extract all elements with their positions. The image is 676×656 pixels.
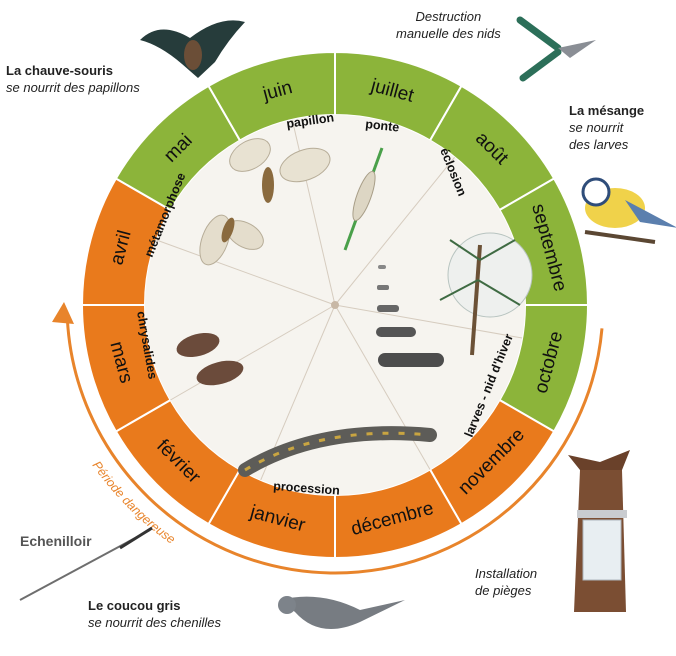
bat-annotation: La chauve-souris se nourrit des papillon…: [6, 62, 140, 96]
tit-title: La mésange: [569, 102, 644, 119]
bat-icon: [140, 20, 245, 78]
traps-annotation: Installation de pièges: [475, 565, 537, 599]
nests-annotation: Destruction manuelle des nids: [396, 8, 501, 42]
blue-tit-icon: [583, 179, 676, 242]
tit-line2: des larves: [569, 136, 644, 153]
bat-text: se nourrit des papillons: [6, 79, 140, 96]
pruning-shears-icon: [520, 20, 596, 78]
nests-line2: manuelle des nids: [396, 25, 501, 42]
pruner-label: Echenilloir: [20, 533, 92, 550]
nests-line1: Destruction: [396, 8, 501, 25]
danger-arrowhead: [52, 302, 74, 324]
cuckoo-text: se nourrit des chenilles: [88, 614, 221, 631]
traps-line1: Installation: [475, 565, 537, 582]
tit-line1: se nourrit: [569, 119, 644, 136]
traps-line2: de pièges: [475, 582, 537, 599]
trap-on-tree-icon: [568, 450, 630, 612]
cuckoo-annotation: Le coucou gris se nourrit des chenilles: [88, 597, 221, 631]
cuckoo-title: Le coucou gris: [88, 597, 221, 614]
tit-annotation: La mésange se nourrit des larves: [569, 102, 644, 153]
center-dot: [331, 301, 339, 309]
cuckoo-icon: [278, 596, 405, 629]
bat-title: La chauve-souris: [6, 62, 140, 79]
